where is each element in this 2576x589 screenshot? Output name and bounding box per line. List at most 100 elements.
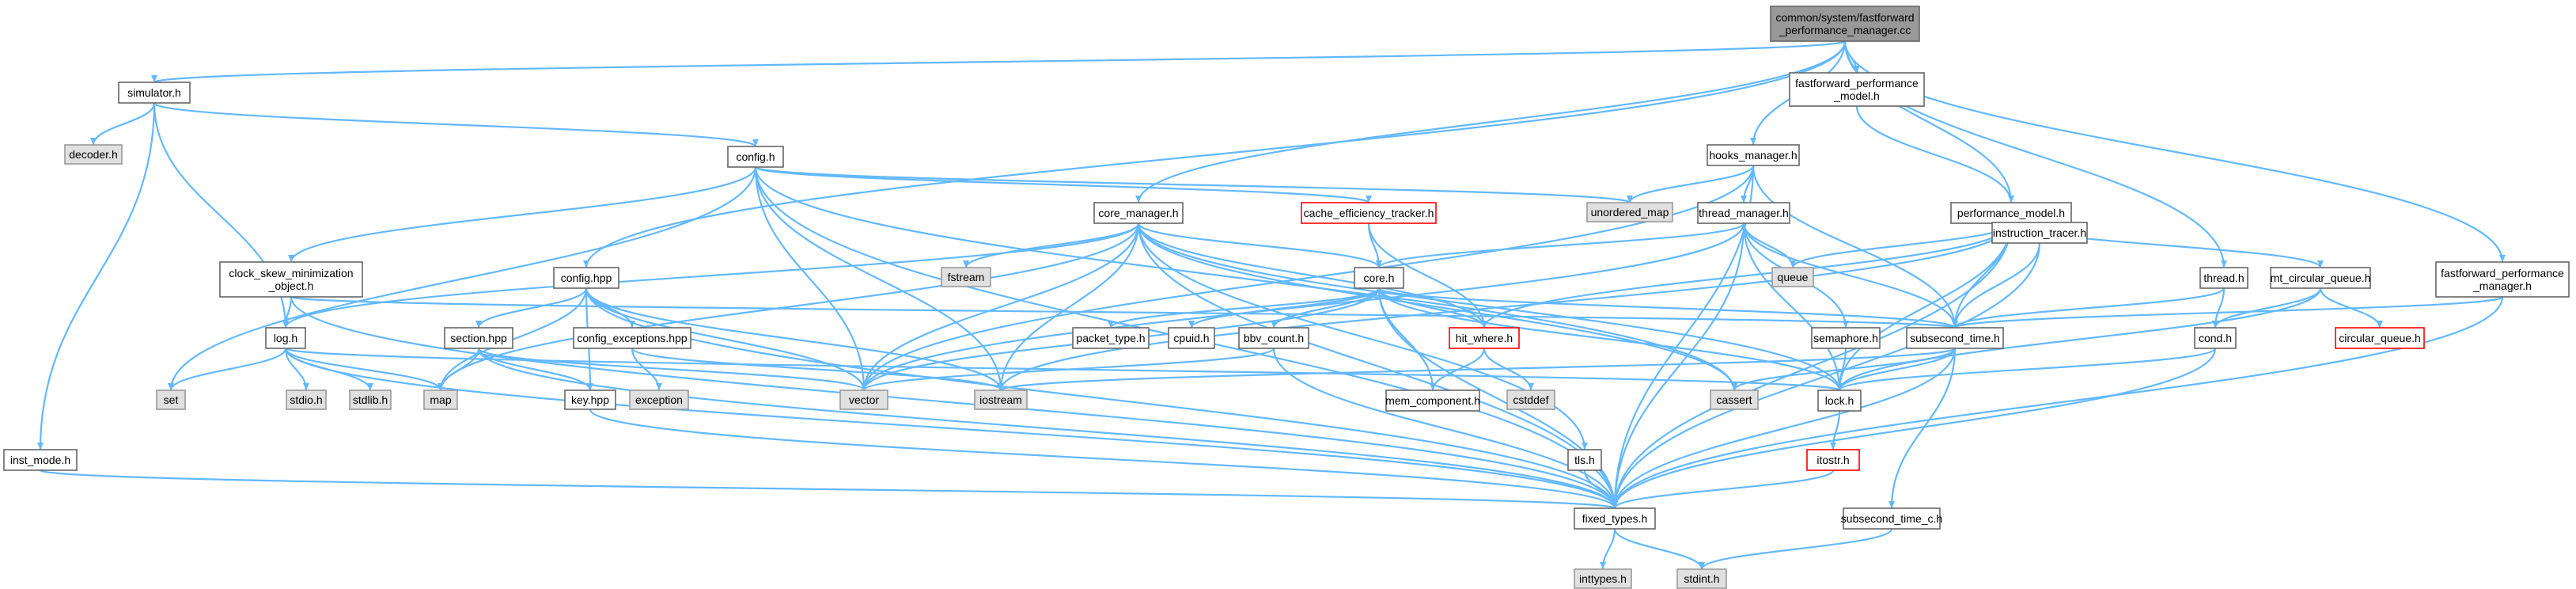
node-label: fastforward_performance	[1795, 77, 1919, 89]
edge-simulator_h-to-inst_mode_h	[37, 102, 156, 450]
edge-config_h-to-vector	[754, 166, 867, 391]
edge-root-to-config_hpp	[583, 40, 1847, 268]
node-box	[941, 267, 991, 287]
node-section-hpp[interactable]: section.hpp	[444, 327, 513, 349]
edge-core_manager_h-to-cassert	[1137, 222, 1737, 391]
edge-config_hpp-to-config_exceptions_hpp	[585, 287, 635, 329]
node-box	[1238, 327, 1309, 349]
edge-perf_model_h-to-iostream	[998, 222, 2013, 391]
node-subsecond-time-c-h[interactable]: subsecond_time_c.h	[1841, 507, 1942, 530]
node-cond-h[interactable]: cond.h	[2194, 327, 2237, 349]
node-semaphore-h[interactable]: semaphore.h	[1811, 327, 1881, 349]
node-box	[118, 82, 191, 104]
node-label: subsecond_time.h	[1910, 332, 2000, 344]
node-circular-queue-h[interactable]: circular_queue.h	[2335, 327, 2425, 349]
node-ff-perf-model-h[interactable]: fastforward_performance_model.h	[1789, 72, 1925, 107]
node-lock-h[interactable]: lock.h	[1817, 390, 1862, 412]
node-subsecond-time-h[interactable]: subsecond_time.h	[1906, 327, 2004, 349]
node-label: queue	[1778, 271, 1809, 283]
node-box	[1950, 202, 2072, 224]
edge-section_hpp-to-map	[438, 348, 480, 391]
node-perf-model-h[interactable]: performance_model.h	[1950, 202, 2072, 224]
node-fixed-types-h[interactable]: fixed_types.h	[1574, 507, 1656, 530]
edge-section_hpp-to-vector	[477, 347, 867, 392]
node-log-h[interactable]: log.h	[265, 327, 306, 349]
node-inttypes-h: inttypes.h	[1574, 568, 1632, 589]
edge-core_h-to-subsecond_time_h	[1377, 287, 1958, 329]
node-label: _performance_manager.cc	[1779, 24, 1911, 36]
edge-core_h-to-bbv_count_h	[1271, 287, 1381, 329]
node-cache-eff-h[interactable]: cache_efficiency_tracker.h	[1301, 202, 1437, 224]
node-mt-circular-queue-h[interactable]: mt_circular_queue.h	[2270, 267, 2371, 289]
node-box	[156, 390, 186, 410]
node-label: cpuid.h	[1173, 332, 1209, 344]
node-simulator-h[interactable]: simulator.h	[118, 82, 191, 104]
node-exception: exception	[629, 390, 689, 410]
node-label: subsecond_time_c.h	[1841, 512, 1942, 525]
node-box	[1676, 568, 1727, 589]
node-label: stdint.h	[1684, 572, 1719, 585]
node-box	[839, 390, 888, 410]
node-ff-perf-manager-h[interactable]: fastforward_performance_manager.h	[2435, 261, 2570, 298]
node-label: cstddef	[1513, 393, 1548, 406]
edge-cond_h-to-fixed_types_h	[1612, 348, 2217, 509]
node-thread-manager-h[interactable]: thread_manager.h	[1697, 202, 1790, 224]
node-config-hpp[interactable]: config.hpp	[553, 267, 619, 289]
node-label: set	[164, 393, 179, 406]
node-box	[444, 327, 513, 349]
node-box	[1843, 507, 1941, 530]
edge-config_exceptions_hpp-to-exception	[631, 348, 662, 391]
node-label: core_manager.h	[1098, 207, 1178, 219]
node-label: circular_queue.h	[2339, 332, 2421, 344]
edge-simulator_h-to-decoder_h	[90, 102, 156, 146]
node-label: _model.h	[1833, 89, 1880, 102]
node-stdlib-h: stdlib.h	[349, 390, 392, 410]
node-label: cache_efficiency_tracker.h	[1304, 207, 1434, 219]
node-box	[3, 449, 78, 471]
node-cpuid-h[interactable]: cpuid.h	[1168, 327, 1215, 349]
node-label: cassert	[1716, 393, 1752, 406]
edge-clock_skew_h-to-subsecond_time_h	[290, 295, 1957, 329]
node-box	[423, 390, 458, 410]
node-label: exception	[635, 393, 683, 406]
edge-root-to-core_manager_h	[1135, 40, 1847, 203]
node-layer: common/system/fastforward_performance_ma…	[3, 6, 2570, 589]
node-label: log.h	[274, 332, 297, 344]
node-box	[1991, 222, 2088, 244]
node-instruction-tracer-h[interactable]: instruction_tracer.h	[1991, 222, 2088, 244]
node-key-hpp[interactable]: key.hpp	[564, 390, 616, 410]
node-packet-type-h[interactable]: packet_type.h	[1072, 327, 1150, 349]
node-label: instruction_tracer.h	[1993, 226, 2086, 239]
node-hit-where-h[interactable]: hit_where.h	[1449, 327, 1520, 349]
node-core-h[interactable]: core.h	[1354, 267, 1404, 289]
node-iostream: iostream	[974, 390, 1028, 410]
node-thread-h[interactable]: thread.h	[2199, 267, 2248, 289]
node-label: decoder.h	[69, 148, 118, 161]
node-box	[1574, 568, 1632, 589]
node-itostr-h[interactable]: itostr.h	[1806, 449, 1860, 471]
node-bbv-count-h[interactable]: bbv_count.h	[1238, 327, 1309, 349]
node-unordered-map: unordered_map	[1586, 202, 1673, 222]
node-core-manager-h[interactable]: core_manager.h	[1093, 202, 1184, 224]
edge-log_h-to-fixed_types_h	[284, 348, 1618, 509]
edge-layer	[37, 40, 2506, 570]
node-clock-skew-h[interactable]: clock_skew_minimization_object.h	[219, 261, 363, 298]
edge-tls_h-to-fixed_types_h	[1583, 469, 1618, 509]
node-root[interactable]: common/system/fastforward_performance_ma…	[1770, 6, 1920, 42]
node-label: inttypes.h	[1579, 572, 1627, 585]
node-config-h[interactable]: config.h	[727, 146, 784, 168]
node-label: tls.h	[1574, 454, 1595, 466]
edge-ff_perf_manager_h-to-subsecond_time_h	[1952, 295, 2504, 329]
node-label: clock_skew_minimization	[229, 267, 353, 279]
node-inst-mode-h[interactable]: inst_mode.h	[3, 449, 78, 471]
node-label: iostream	[979, 393, 1022, 406]
node-map: map	[423, 390, 458, 410]
node-tls-h[interactable]: tls.h	[1567, 449, 1602, 471]
node-config-exceptions-hpp[interactable]: config_exceptions.hpp	[573, 327, 691, 349]
node-mem-component-h[interactable]: mem_component.h	[1385, 390, 1480, 412]
node-stdint-h: stdint.h	[1676, 568, 1727, 589]
node-hooks-manager-h[interactable]: hooks_manager.h	[1707, 144, 1800, 166]
node-label: thread_manager.h	[1699, 207, 1789, 219]
edge-bbv_count_h-to-fixed_types_h	[1272, 348, 1618, 509]
